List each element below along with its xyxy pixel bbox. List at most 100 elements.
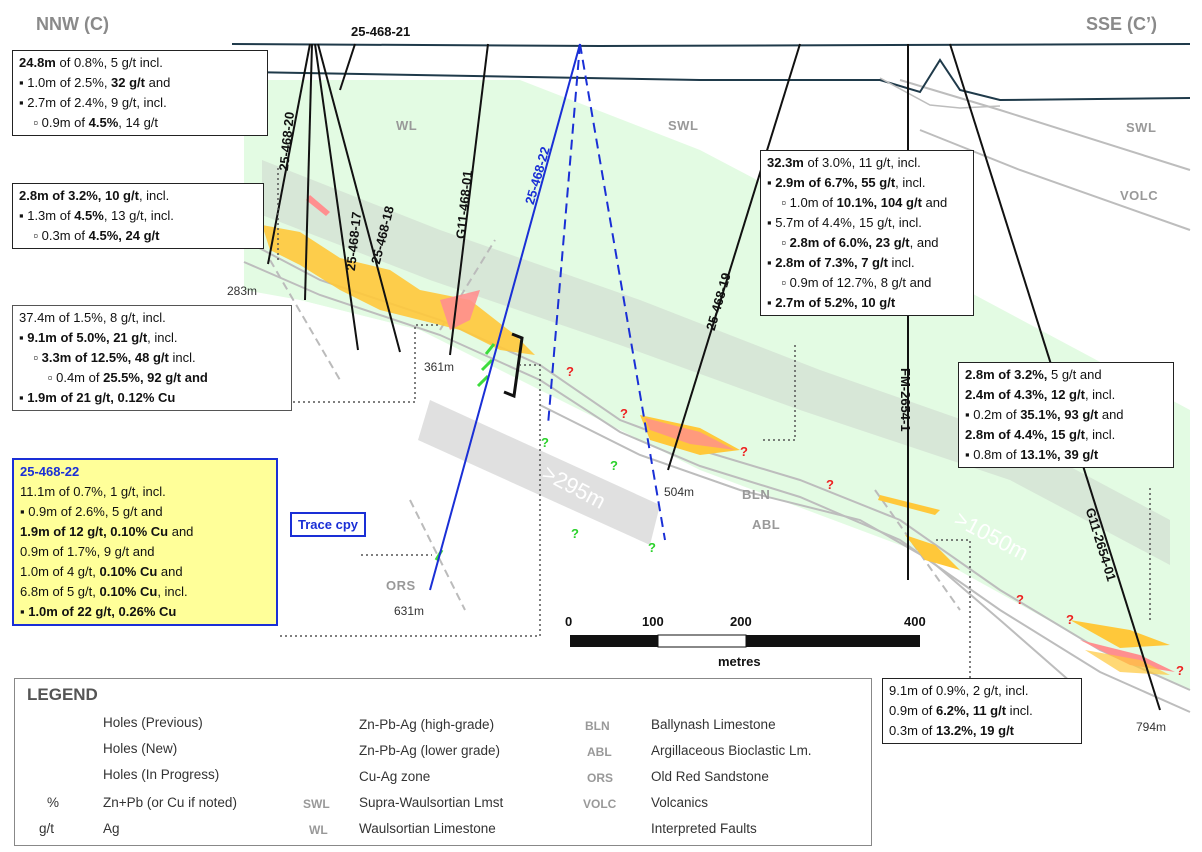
cu-zone-2 [480,358,494,372]
result-text: ▪ 5.7m of 4.4%, 15 g/t, incl. [767,215,922,230]
result-text: ▫ 1.0m of [767,195,837,210]
result-text: ▪ 9.1m of 5.0%, 21 g/t [19,330,148,345]
scale-bar-1 [570,635,658,647]
lens-low-1 [262,225,535,355]
result-line: ▪ 1.9m of 21 g/t, 0.12% Cu [19,388,285,408]
result-line: 1.0m of 4 g/t, 0.10% Cu and [20,562,270,582]
scale-tick-0: 0 [565,614,573,629]
cu-zone-1 [484,343,496,355]
result-line: ▪ 2.9m of 6.7%, 55 g/t, incl. [767,173,967,193]
leader-4 [760,345,796,441]
question-mark: ? [541,435,549,450]
result-text: 0.9m of [889,703,936,718]
result-text: 24.8m [19,55,56,70]
legend-title: LEGEND [27,685,98,704]
result-text: , incl. [138,188,170,203]
legend-ors-abbr: ORS [587,771,614,785]
depth-794: 794m [1136,720,1167,734]
result-text: 0.9m of 1.7%, 9 g/t and [20,544,155,559]
result-text: , incl. [1084,387,1116,402]
label-wl: WL [396,118,418,133]
result-text: ▫ 0.3m of [19,228,89,243]
result-text: and [168,524,194,539]
result-text: 4.5% [74,208,104,223]
topo-line-1 [231,43,1191,48]
result-text: , 13 g/t, incl. [103,208,174,223]
hole-25-468-19 [667,43,801,471]
result-text: 1.9m of 12 g/t, 0.10% Cu [20,524,169,539]
depth-361: 361m [424,360,455,374]
label-swl-right: SWL [1126,120,1157,135]
question-mark: ? [1176,663,1184,678]
result-line: ▪ 2.8m of 7.3%, 7 g/t incl. [767,253,967,273]
result-line: ▪ 9.1m of 5.0%, 21 g/t, incl. [19,328,285,348]
result-text: ▫ [767,235,790,250]
result-text: 6.2%, 11 g/t [935,703,1007,718]
result-text: 0.10% Cu [99,564,158,579]
result-line: 9.1m of 0.9%, 2 g/t, incl. [889,681,1075,701]
topo-line-2 [243,58,1191,102]
result-line: ▫ 1.0m of 10.1%, 104 g/t and [767,193,967,213]
label-abl: ABL [752,517,781,532]
lens-low-6 [1085,650,1170,675]
question-mark: ? [1066,612,1074,627]
legend-holes-progress: Holes (In Progress) [103,767,220,782]
contact-line-2 [243,261,1191,713]
result-text: ▫ 0.4m of [19,370,104,385]
result-line: 24.8m of 0.8%, 5 g/t incl. [19,53,261,73]
result-text: 2.8m of 4.4%, 15 g/t [965,427,1085,442]
result-line: 32.3m of 3.0%, 11 g/t, incl. [767,153,967,173]
result-text: ▪ 2.8m of 7.3%, 7 g/t [767,255,888,270]
result-text: 2.4m of 4.3%, 12 g/t [965,387,1085,402]
result-text: ▪ 0.2m of [965,407,1021,422]
hole-25-468-17a [304,43,313,301]
legend-holes-previous: Holes (Previous) [103,715,203,730]
result-text: 35.1%, 93 g/t [1020,407,1099,422]
leader-1 [293,324,440,403]
legend-bln-abbr: BLN [585,719,610,733]
legend-zn-high: Zn-Pb-Ag (high-grade) [359,717,495,732]
scale-tick-400: 400 [904,614,926,629]
result-text: ▪ 1.9m of 21 g/t, 0.12% Cu [19,390,176,405]
depth-631: 631m [394,604,425,618]
result-text: ▫ 0.9m of [19,115,89,130]
result-text: incl. [168,350,196,365]
hole-25-468-20 [267,43,311,265]
lens-high-3 [645,418,735,450]
legend-ors-desc: Old Red Sandstone [651,769,769,784]
result-text: and [921,195,948,210]
hole-25-468-17 [314,43,359,351]
result-text: and [157,564,183,579]
result-text: 1.0m of 4 g/t, [20,564,100,579]
result-line: 0.3m of 13.2%, 19 g/t [889,721,1075,741]
result-line: 6.8m of 5 g/t, 0.10% Cu, incl. [20,582,270,602]
result-text: ▫ 0.9m of 12.7%, 8 g/t and [767,275,932,290]
legend-abl-abbr: ABL [587,745,612,759]
result-text: ▪ 0.9m of 2.6%, 5 g/t and [20,504,163,519]
hole-25-468-21 [339,43,356,91]
legend-wl-abbr: WL [309,823,328,837]
result-text: 32.3m [767,155,804,170]
result-text: ▪ 2.7m of 5.2%, 10 g/t [767,295,896,310]
scale-tick-100: 100 [642,614,664,629]
fault-1 [269,259,341,381]
hole-25-468-22 [429,43,581,591]
result-line: 2.8m of 4.4%, 15 g/t, incl. [965,425,1167,445]
result-line: ▪ 5.7m of 4.4%, 15 g/t, incl. [767,213,967,233]
result-text: 25.5%, 92 g/t and [103,370,208,385]
intercept-bracket [503,332,524,399]
legend-cu-zone: Cu-Ag zone [359,769,431,784]
result-line: ▪ 1.3m of 4.5%, 13 g/t, incl. [19,206,257,226]
result-text: 13.1%, 39 g/t [1020,447,1099,462]
result-text: 3.3m of 12.5%, 48 g/t [41,350,169,365]
legend-abl-desc: Argillaceous Bioclastic Lm. [651,743,812,758]
result-text: 0.3m of [889,723,936,738]
question-mark: ? [740,444,748,459]
result-text: ▫ [19,350,42,365]
result-line: ▫ 0.9m of 4.5%, 14 g/t [19,113,261,133]
result-line: 37.4m of 1.5%, 8 g/t, incl. [19,308,285,328]
result-text: and [1098,407,1124,422]
question-mark: ? [571,526,579,541]
result-line: 0.9m of 1.7%, 9 g/t and [20,542,270,562]
